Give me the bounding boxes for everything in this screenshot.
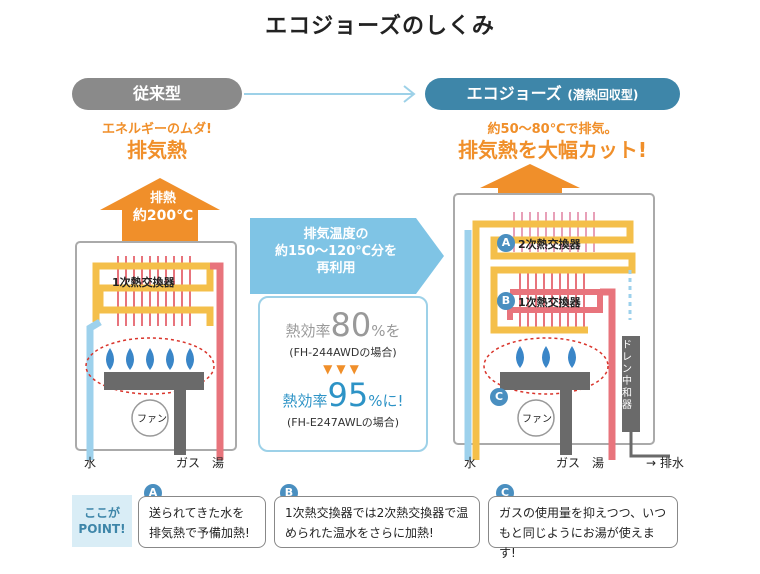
eff2-row: 熱効率95%に! [260, 376, 426, 414]
point-b-line1: 1次熱交換器では2次熱交換器で温 [285, 506, 469, 520]
ecojozu-pill: エコジョーズ (潜熱回収型) [425, 78, 680, 110]
hx1-right-fins [519, 272, 585, 330]
fan-circle [131, 399, 169, 437]
exhaust-temp: 約200℃ [132, 208, 194, 224]
drain-label: ドレン中和器 [622, 340, 632, 411]
right-gas-label: ガス [556, 456, 581, 470]
point-b-box: 1次熱交換器では2次熱交換器で温 められた温水をさらに加熱! [274, 496, 480, 548]
burner-gas-duct-right [500, 372, 590, 455]
hx2-fins [513, 212, 595, 252]
eff1-prefix: 熱効率 [285, 322, 331, 340]
hot-coil-right [507, 289, 603, 320]
point-label: ここが POINT! [72, 495, 132, 547]
burner-highlight-right [483, 337, 609, 395]
badge-c-diagram: C [490, 388, 508, 406]
burner-gas-duct [104, 372, 204, 455]
left-water-label: 水 [84, 456, 97, 470]
eff1-row: 熱効率80%を [260, 306, 426, 344]
left-hx1-label: 1次熱交換器 [112, 276, 175, 289]
badge-b-diagram: B [497, 292, 515, 310]
burner-highlight [85, 337, 215, 395]
reuse-line3: 再利用 [316, 261, 356, 276]
header-arrow [244, 85, 416, 103]
point-a-line1: 送られてきた水を [149, 506, 245, 520]
left-waste-main: 排気熱 [127, 138, 187, 162]
warm-pipe [92, 262, 214, 326]
left-waste-sub: エネルギーのムダ! [102, 122, 212, 137]
right-water-label: 水 [464, 456, 477, 470]
hot-pipe [210, 262, 224, 460]
reuse-arrow [250, 218, 444, 294]
conventional-pill: 従来型 [72, 78, 242, 110]
eff2-value: 95 [327, 376, 369, 414]
conventional-housing [75, 241, 237, 451]
exhaust-arrow [100, 178, 220, 244]
page-title: エコジョーズのしくみ [265, 14, 495, 39]
left-hot-label: 湯 [212, 456, 225, 470]
eff1-value: 80 [330, 306, 372, 344]
ecojozu-pill-sublabel: (潜熱回収型) [567, 88, 639, 102]
reuse-line1: 排気温度の [303, 227, 369, 242]
point-c-line2: もと同じようにお湯が使えます! [499, 526, 655, 560]
drain-out-label: → 排水 [646, 456, 684, 470]
right-hx2-label: 2次熱交換器 [518, 238, 581, 251]
point-label-line1: ここが [83, 506, 120, 520]
eff2-prefix: 熱効率 [282, 392, 328, 410]
eff2-suffix: %に! [368, 392, 404, 410]
hot-pipe-right [600, 288, 616, 460]
right-exhaust-sub: 約50～80℃で排気。 [487, 122, 618, 137]
point-label-line2: POINT! [78, 522, 126, 536]
right-hot-label: 湯 [592, 456, 605, 470]
cold-pipe [86, 318, 102, 460]
fan-circle-right [517, 399, 555, 437]
conventional-diagram [75, 178, 237, 460]
eff1-suffix: %を [371, 322, 401, 340]
warm-pipe-right [472, 220, 636, 460]
point-a-line2: 排気熱で予備加熱! [149, 526, 250, 540]
burner-flames [106, 348, 194, 370]
ecojozu-pill-label: エコジョーズ [466, 84, 562, 103]
point-b-line2: められた温水をさらに加熱! [285, 526, 434, 540]
drain-outlet [629, 432, 670, 458]
left-gas-label: ガス [176, 456, 201, 470]
down-arrows-icon: ▼▼▼ [323, 362, 363, 376]
badge-a-diagram: A [497, 234, 515, 252]
right-fan-label: ファン [522, 414, 552, 425]
eff2-model: (FH-E247AWLの場合) [286, 416, 400, 429]
efficiency-box: 熱効率80%を (FH-244AWDの場合) ▼▼▼ 熱効率95%に! (FH-… [258, 296, 428, 452]
point-c-box: ガスの使用量を抑えつつ、いつ もと同じようにお湯が使えます! [488, 496, 678, 560]
eff1-model: (FH-244AWDの場合) [289, 346, 397, 359]
ecojozu-diagram [453, 164, 670, 460]
right-exhaust-main: 排気熱を大幅カット! [457, 138, 648, 162]
drain-neutralizer [622, 336, 640, 432]
burner-flames-right [516, 346, 576, 368]
small-exhaust-arrow [480, 164, 580, 198]
exhaust-label: 排熱 [149, 191, 176, 206]
point-c-line1: ガスの使用量を抑えつつ、いつ [499, 506, 667, 520]
point-a-box: 送られてきた水を 排気熱で予備加熱! [138, 496, 266, 548]
left-fan-label: ファン [137, 414, 167, 425]
reuse-line2: 約150～120℃分を [274, 244, 397, 259]
right-hx1-label: 1次熱交換器 [518, 296, 581, 309]
